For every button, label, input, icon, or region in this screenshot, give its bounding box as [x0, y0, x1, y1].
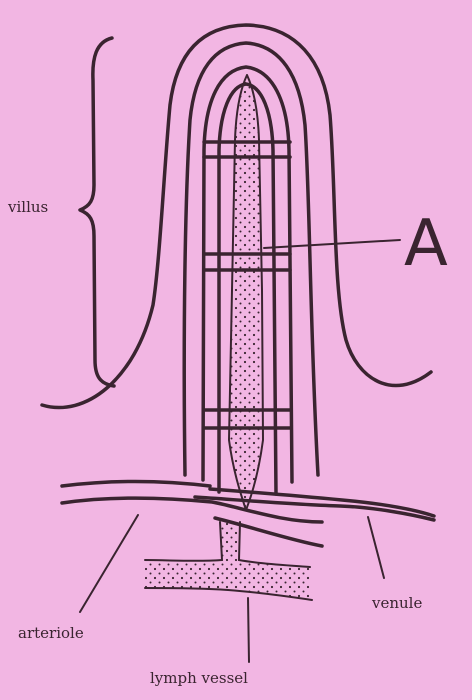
lymph-vessel-label: lymph vessel	[150, 669, 248, 687]
arteriole-label: arteriole	[18, 624, 84, 642]
villus-label: villus	[8, 198, 48, 216]
leader-lymph-vessel	[248, 598, 249, 662]
venule-label: venule	[372, 594, 422, 612]
arteriole-vessel	[62, 482, 210, 487]
leader-venule	[368, 517, 384, 578]
villus-bracket	[80, 38, 114, 386]
leader-arteriole	[80, 515, 138, 612]
leader-A	[264, 240, 400, 248]
structure-a-label: A	[404, 212, 448, 276]
